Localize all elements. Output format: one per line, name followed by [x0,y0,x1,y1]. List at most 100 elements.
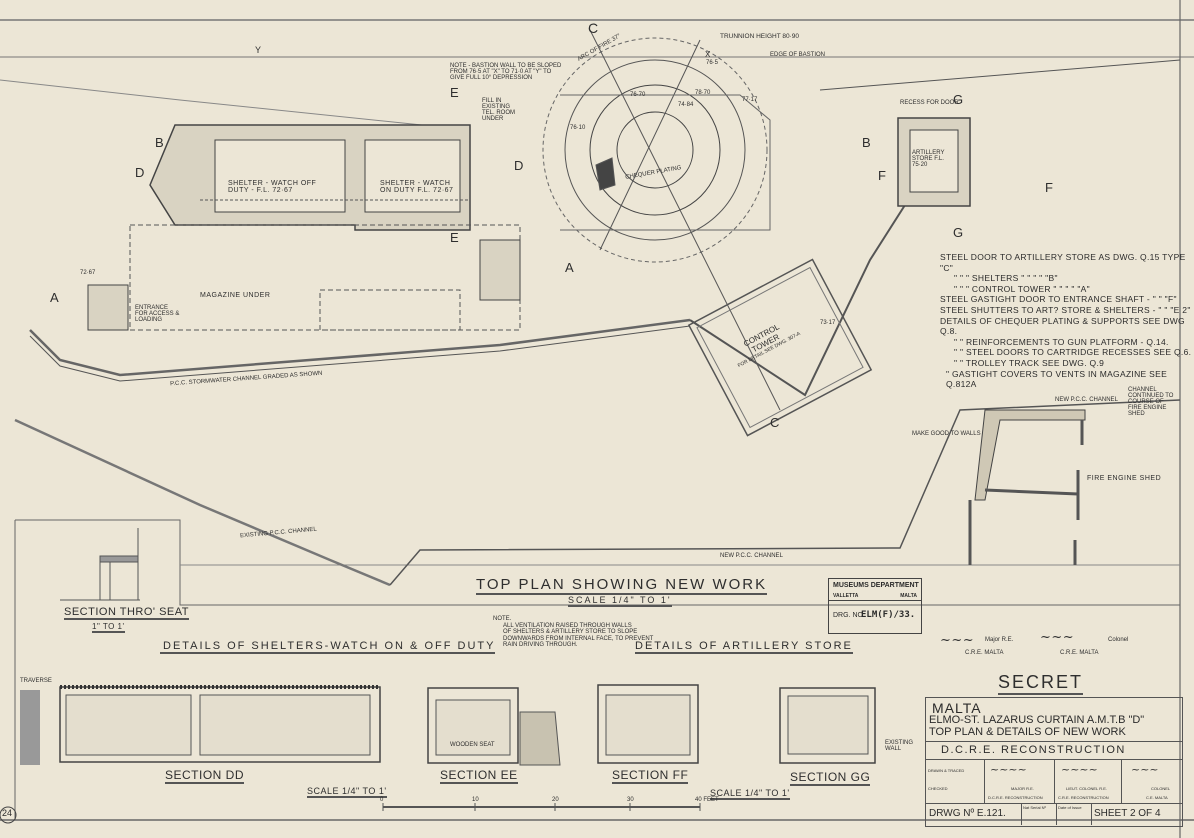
wooden-seat-label: WOODEN SEAT [450,742,495,748]
title-block: MALTA ELMO-ST. LAZARUS CURTAIN A.M.T.B "… [925,697,1183,827]
sig3-role: C.E. MALTA [1146,795,1168,800]
level: 77·17 [742,97,758,103]
ventilation-note: NOTE. ALL VENTILATION RAISED THROUGH WAL… [493,616,653,649]
existing-wall-label: EXISTING WALL [885,740,914,752]
signature-major: ~~~ [940,633,975,648]
shelters-block [149,124,471,231]
level: 72·67 [80,270,96,276]
artillery-store-label: ARTILLERY STORE F.L. 75·20 [912,150,945,168]
note-line: " " REINFORCEMENTS TO GUN PLATFORM - Q.1… [954,336,1169,347]
gun-emplacement [542,29,781,411]
ventilation-note-line: OF SHELTERS & ARTILLERY STORE TO SLOPE [503,629,638,635]
scale-bar-label: 10 [472,797,479,803]
new-pcc-channel-label: NEW P.C.C. CHANNEL [720,553,783,559]
sheet-number-text: SHEET 2 OF 4 [1094,808,1161,819]
note-line: STEEL DOOR TO ARTILLERY STORE AS DWG. Q.… [940,252,1186,273]
stormwater-channel [29,318,691,377]
section-letter-e: E [450,85,460,100]
level: 76·5 [706,60,719,66]
bastion-edge-right [819,59,1181,91]
trunnion-height: TRUNNION HEIGHT 80·90 [720,33,799,40]
level: 74·84 [678,102,694,108]
scale-bar-label: 30 [627,797,634,803]
title-line1: MALTA [932,700,982,716]
plan-frame [15,519,1180,606]
signature-1: ~~~~ [990,763,1027,776]
seat-section-drawing [60,528,140,601]
classification: SECRET [998,672,1084,695]
nat-serial: Nat Serial Nº [1023,805,1047,810]
drawn-traced: DRAWN & TRACED [928,768,965,773]
stamp-city: VALLETTA [833,593,859,599]
bastion-note-line: FROM 76·5 AT "X" TO 71·0 AT "Y" TO [450,69,552,75]
existing-channel-lower [14,418,391,587]
ammunition-recess [479,239,521,301]
stamp-drg-value: ELM(F)/33. [861,610,916,620]
sheet-number: 24 [2,808,13,818]
section-gg-title: SECTION GG [790,770,871,786]
bastion-note-line: GIVE FULL 10° DEPRESSION [450,75,533,81]
shelter-off-label: SHELTER - WATCH OFF DUTY - F.L. 72·67 [228,180,317,194]
magazine-outline [129,224,521,331]
ventilation-note-line: NOTE. [493,616,512,622]
edge-of-bastion: EDGE OF BASTION [770,52,826,58]
level: 76·70 [630,92,646,98]
section-letter-d: D [514,158,524,173]
note-line: " " " SHELTERS " " " " "B" [954,273,1058,284]
sig3-rank: COLONEL [1151,786,1171,791]
stamp-country: MALTA [900,593,917,599]
section-gg-drawing [779,687,876,764]
note-line: " " STEEL DOORS TO CARTRIDGE RECESSES SE… [954,347,1192,358]
checked: CHECKED [928,786,948,791]
section-letter-g: G [953,92,964,107]
seat-section-title: SECTION THRO' SEAT [64,606,189,620]
note-line: DETAILS OF CHEQUER PLATING & SUPPORTS SE… [940,315,1185,337]
section-ff-title: SECTION FF [612,768,689,784]
magazine-inner [319,289,461,331]
section-letter-b: B [155,135,165,150]
sig-top-right-role: C.R.E. MALTA [1060,650,1099,656]
sig2-role: C.R.E. RECONSTRUCTION [1058,795,1109,800]
section-letter-c: C [588,20,599,36]
section-letter-f: F [1045,180,1054,195]
section-letter-g: G [953,225,964,240]
title-line3: TOP PLAN & DETAILS OF NEW WORK [929,726,1126,738]
note-line: STEEL GASTIGHT DOOR TO ENTRANCE SHAFT - … [940,294,1177,305]
museums-stamp: MUSEUMS DEPARTMENT VALLETTA MALTA DRG. N… [828,578,922,634]
level: 78·70 [695,90,711,96]
title-line2: ELMO-ST. LAZARUS CURTAIN A.M.T.B "D" [929,714,1145,726]
section-dd-drawing [20,685,381,765]
sheet-number-circle [0,806,17,824]
section-letter-c: C [770,415,780,430]
shelter-on-label: SHELTER - WATCH ON DUTY F.L. 72·67 [380,180,454,194]
bastion-note: NOTE - BASTION WALL TO BE SLOPED FROM 76… [450,63,561,81]
sig1-rank: MAJOR R.E. [1011,786,1034,791]
sig-top-left-title: Major R.E. [985,637,1014,643]
plan-scale: SCALE 1/4" TO 1' [568,595,672,607]
ventilation-note-line: DOWNWARDS FROM INTERNAL FACE, TO PREVENT [503,635,654,642]
channel-lower-right [389,399,1181,586]
door-notes: STEEL DOOR TO ARTILLERY STORE AS DWG. Q.… [940,252,1194,390]
make-good-label: MAKE GOOD TO WALLS [912,431,981,437]
sections-scale-left: SCALE 1/4" TO 1' [307,786,387,798]
entrance-shaft [87,284,129,331]
plan-title: TOP PLAN SHOWING NEW WORK [476,576,768,595]
control-tower [687,258,873,437]
section-ee-drawing [427,687,561,766]
recess-label: RECESS FOR DOOR [900,100,959,106]
perimeter-wall [689,204,906,397]
sections-scale-right: SCALE 1/4" TO 1' [710,788,790,800]
magazine-label: MAGAZINE UNDER [200,292,271,299]
stamp-drg-label: DRG. NO. [833,612,865,619]
traverse-label: TRAVERSE [20,678,52,684]
level: 76·10 [570,125,586,131]
bastion-note-line: NOTE - BASTION WALL TO BE SLOPED [450,63,562,69]
section-letter-b: B [862,135,872,150]
point-x: X [705,50,711,59]
channel-continued-label: CHANNEL CONTINUED TO COURSE OF FIRE ENGI… [1128,387,1174,417]
point-y: Y [255,45,262,55]
section-ff-drawing [597,684,699,764]
section-dd-title: SECTION DD [165,768,245,784]
section-ee-title: SECTION EE [440,768,518,784]
